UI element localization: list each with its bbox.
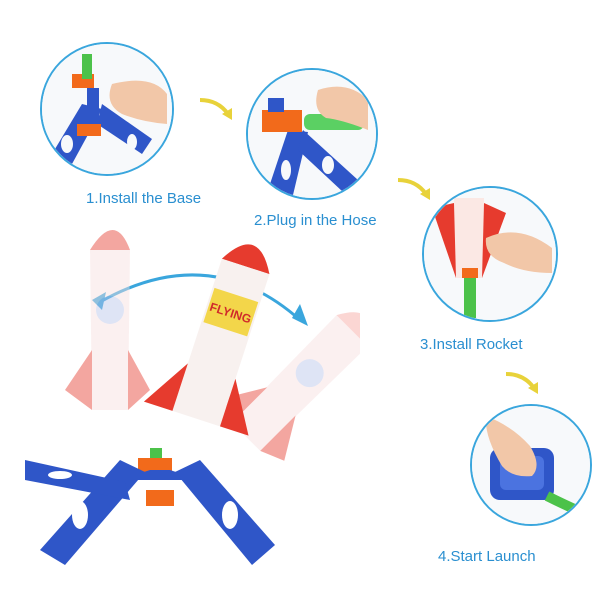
step-2-label: 2.Plug in the Hose: [254, 212, 377, 229]
arrow-2-icon: [397, 178, 430, 200]
rocket-left-ghost: [65, 230, 150, 410]
step-2-image: [246, 68, 378, 200]
start-launch-illustration: [472, 406, 590, 524]
install-rocket-illustration: [424, 188, 556, 320]
step-3-label: 3.Install Rocket: [420, 336, 523, 353]
arrow-3-icon: [505, 372, 538, 394]
rocket-launcher-illustration: FLYING: [25, 230, 360, 565]
install-base-illustration: [42, 44, 172, 174]
step-4-label: 4.Start Launch: [438, 548, 536, 565]
step-1-image: [40, 42, 174, 176]
step-3-image: [422, 186, 558, 322]
plug-hose-illustration: [248, 70, 376, 198]
rocket-main: FLYING: [143, 244, 270, 436]
arrow-1-icon: [199, 98, 232, 120]
step-4-image: [470, 404, 592, 526]
step-1-label: 1.Install the Base: [86, 190, 202, 207]
launcher-base: [25, 448, 275, 565]
